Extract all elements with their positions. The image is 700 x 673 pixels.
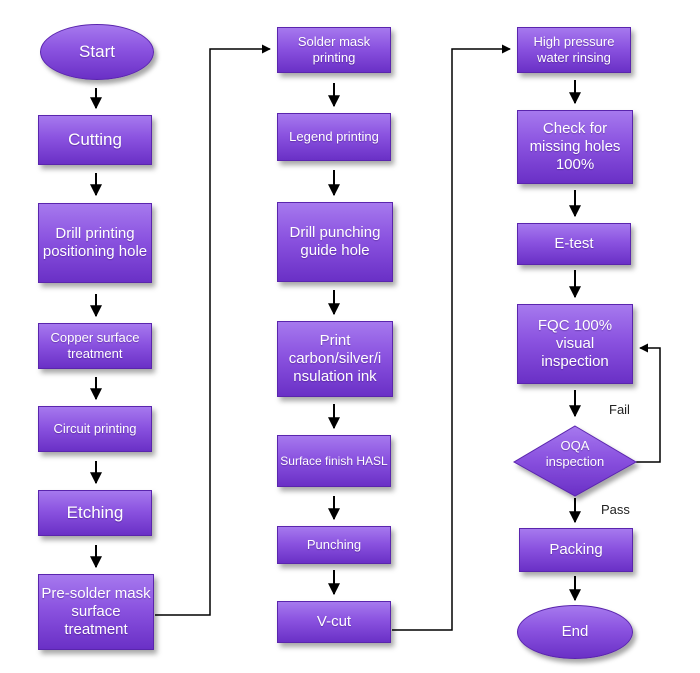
pass-label: Pass xyxy=(601,502,630,517)
connector-fail-loop xyxy=(636,343,661,463)
fail-label: Fail xyxy=(609,402,630,417)
fqc-step: FQC 100% visual inspection xyxy=(517,304,633,384)
packing-step: Packing xyxy=(519,528,633,572)
drill-printing-step: Drill printing positioning hole xyxy=(38,203,152,283)
check-holes-step: Check for missing holes 100% xyxy=(517,110,633,184)
legend-printing-step: Legend printing xyxy=(277,113,391,161)
oqa-label: OQA inspection xyxy=(545,438,605,470)
surface-finish-step: Surface finish HASL xyxy=(277,435,391,487)
etest-step: E-test xyxy=(517,223,631,265)
end-node: End xyxy=(517,605,633,659)
copper-surface-step: Copper surface treatment xyxy=(38,323,152,369)
pre-solder-step: Pre-solder mask surface treatment xyxy=(38,574,154,650)
rinsing-step: High pressure water rinsing xyxy=(517,27,631,73)
start-node: Start xyxy=(40,24,154,80)
solder-mask-step: Solder mask printing xyxy=(277,27,391,73)
punching-step: Punching xyxy=(277,526,391,564)
circuit-printing-step: Circuit printing xyxy=(38,406,152,452)
drill-punching-step: Drill punching guide hole xyxy=(277,202,393,282)
connector-presolder-soldermask xyxy=(155,44,271,616)
connector-vcut-rinsing xyxy=(392,44,511,631)
print-ink-step: Print carbon/silver/i nsulation ink xyxy=(277,321,393,397)
cutting-step: Cutting xyxy=(38,115,152,165)
etching-step: Etching xyxy=(38,490,152,536)
oqa-decision: OQA inspection xyxy=(514,426,636,496)
oqa-diamond-shape xyxy=(512,425,638,497)
vcut-step: V-cut xyxy=(277,601,391,643)
